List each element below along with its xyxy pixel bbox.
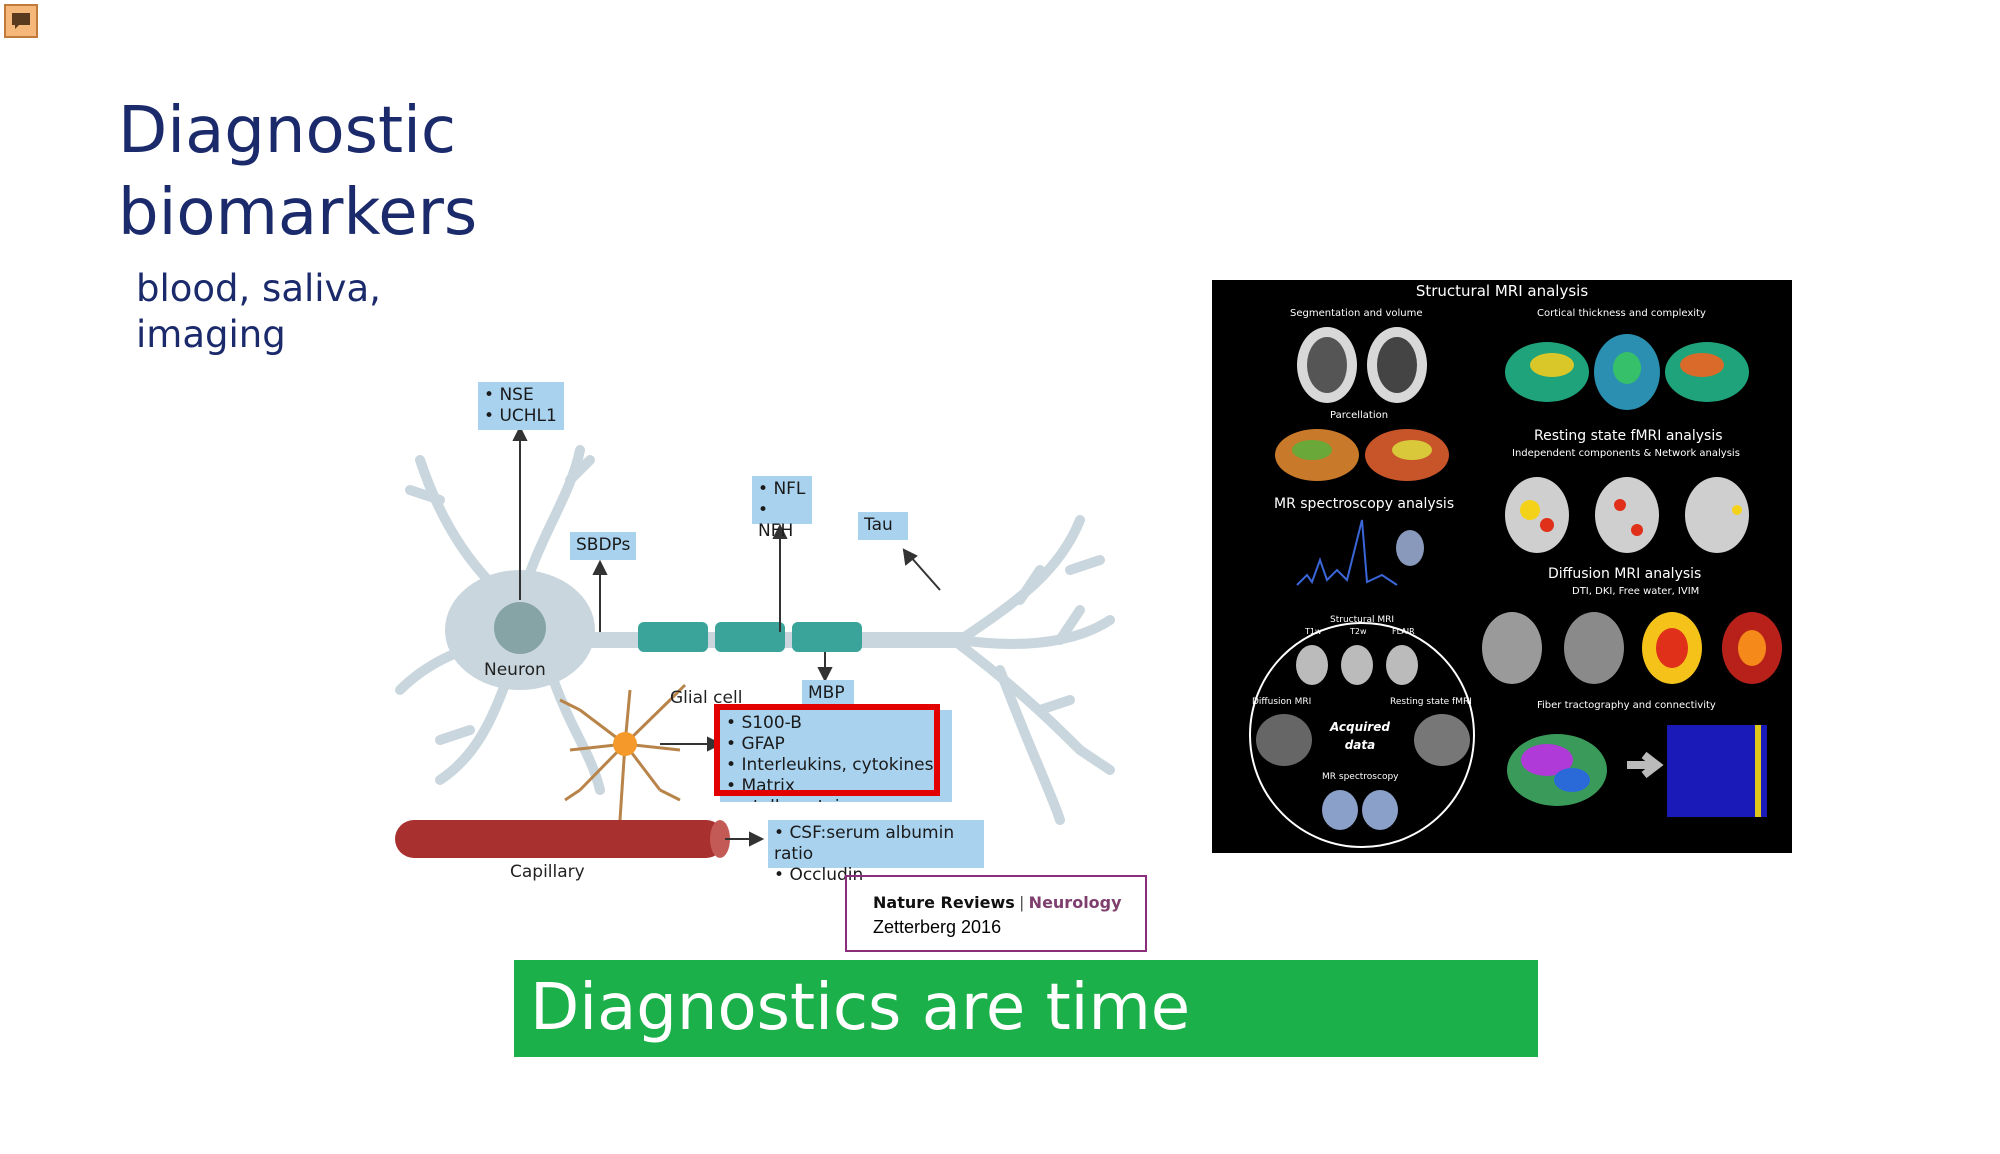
- box-glial-markers: • S100-B • GFAP • Interleukins, cytokine…: [720, 710, 952, 802]
- nfl-text: NFL: [773, 479, 806, 499]
- box-csf-occludin: • CSF:serum albumin ratio • Occludin: [768, 820, 984, 885]
- box-mbp: MBP: [802, 680, 854, 708]
- mri-circle-resting: Resting state fMRI: [1390, 697, 1472, 707]
- mri-main-title: Structural MRI analysis: [1415, 282, 1589, 300]
- highlight-box: [714, 704, 940, 796]
- subtitle-line-1: blood, saliva,: [136, 267, 381, 310]
- mri-t1w: T1w: [1305, 627, 1322, 636]
- mri-spectroscopy-label: MR spectroscopy analysis: [1274, 496, 1455, 512]
- neuron-illustration: [395, 425, 1115, 858]
- gfap-text: GFAP: [741, 734, 785, 754]
- citation-box: Nature Reviews | Neurology Zetterberg 20…: [845, 875, 1147, 952]
- box-sbdps: SBDPs: [570, 532, 636, 560]
- mri-resting-sub: Independent components & Network analysi…: [1512, 448, 1740, 459]
- mri-diffusion-sub: DTI, DKI, Free water, IVIM: [1572, 586, 1700, 597]
- mri-analysis-panel: Structural MRI analysis Segmentation and…: [1212, 280, 1792, 853]
- glial-cell-label: Glial cell: [670, 688, 743, 708]
- mri-parcellation-label: Parcellation: [1330, 410, 1389, 421]
- mri-acquired-data: Acquired data: [1330, 718, 1390, 754]
- mri-circle-structural: Structural MRI: [1330, 615, 1395, 625]
- slide-title: Diagnostic biomarkers: [118, 90, 477, 254]
- mri-fiber-label: Fiber tractography and connectivity: [1537, 700, 1716, 711]
- subtitle-line-2: imaging: [136, 313, 286, 356]
- uchl1-text: UCHL1: [499, 406, 557, 426]
- csf-ratio-text: CSF:serum albumin ratio: [774, 823, 955, 864]
- mri-t2w: T2w: [1350, 627, 1367, 636]
- box-tau: Tau: [858, 512, 908, 540]
- title-line-1: Diagnostic: [118, 94, 457, 168]
- comment-icon[interactable]: [4, 4, 38, 38]
- s100b-text: S100-B: [741, 713, 802, 733]
- mri-diffusion-title: Diffusion MRI analysis: [1548, 566, 1702, 582]
- mri-cortical-label: Cortical thickness and complexity: [1537, 308, 1706, 319]
- mri-seg-label: Segmentation and volume: [1290, 308, 1423, 319]
- slide-subtitle: blood, saliva, imaging: [136, 266, 381, 358]
- box-nse-uchl1: • NSE • UCHL1: [478, 382, 564, 430]
- citation-author: Zetterberg 2016: [873, 917, 1002, 937]
- mri-circle-diffusion: Diffusion MRI: [1252, 697, 1312, 707]
- title-line-2: biomarkers: [118, 176, 478, 250]
- citation-brand: Nature Reviews: [873, 893, 1015, 912]
- neuron-label: Neuron: [484, 660, 546, 680]
- nfh-text: NFH: [758, 521, 794, 541]
- mri-resting-title: Resting state fMRI analysis: [1534, 428, 1723, 444]
- occludin-text: Occludin: [789, 865, 864, 885]
- mri-circle-mrs: MR spectroscopy: [1322, 772, 1399, 782]
- mri-flair: FLAIR: [1392, 627, 1415, 636]
- box-nfl-nfh: • NFL • NFH: [752, 476, 812, 541]
- acquired-line-2: data: [1344, 738, 1376, 752]
- citation-separator: |: [1019, 893, 1024, 912]
- biomarker-diagram: Neuron Glial cell Capillary • NSE • UCHL…: [380, 370, 1130, 890]
- capillary-label: Capillary: [510, 862, 585, 882]
- acquired-line-1: Acquired: [1330, 720, 1390, 734]
- nse-text: NSE: [499, 385, 534, 405]
- citation-journal: Neurology: [1028, 893, 1122, 912]
- interleukins-text: Interleukins, cytokines: [741, 755, 934, 775]
- time-dependent-banner: Diagnostics are time dependent: [514, 960, 1538, 1142]
- mri-figure: [1249, 327, 1782, 848]
